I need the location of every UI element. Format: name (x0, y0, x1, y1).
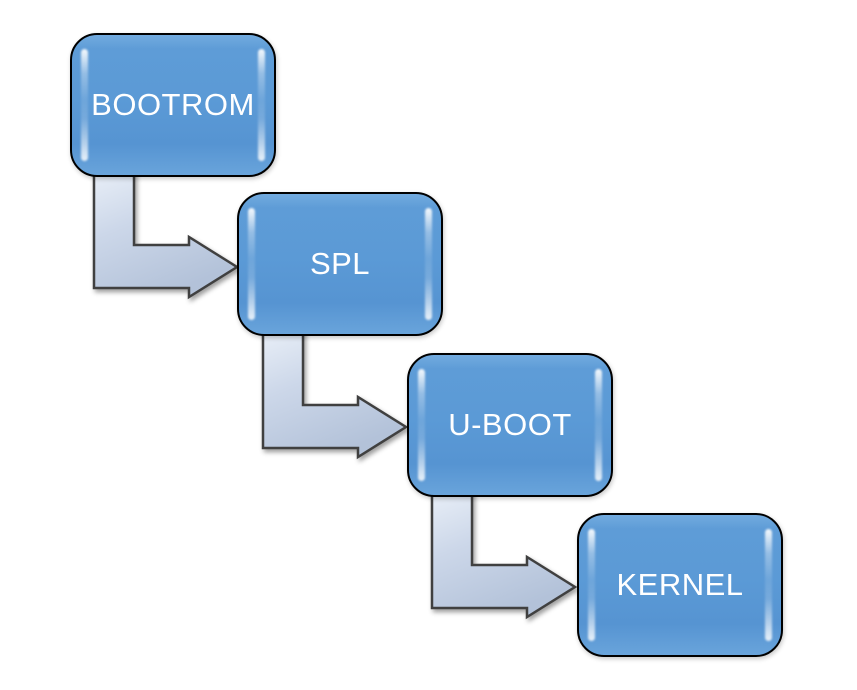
node-spl-label: SPL (309, 246, 371, 281)
node-spl: SPL (237, 192, 443, 336)
node-bootrom-label: BOOTROM (91, 87, 255, 122)
bent-arrow-connector-bootrom-spl (92, 166, 240, 300)
node-kernel-label: KERNEL (616, 567, 744, 602)
bent-arrow-connector-spl-uboot (261, 326, 409, 460)
bent-arrow-connector-uboot-kernel (430, 486, 578, 620)
node-uboot: U-BOOT (407, 353, 613, 497)
node-bootrom: BOOTROM (70, 33, 276, 177)
node-kernel: KERNEL (577, 513, 783, 657)
node-uboot-label: U-BOOT (448, 407, 572, 442)
